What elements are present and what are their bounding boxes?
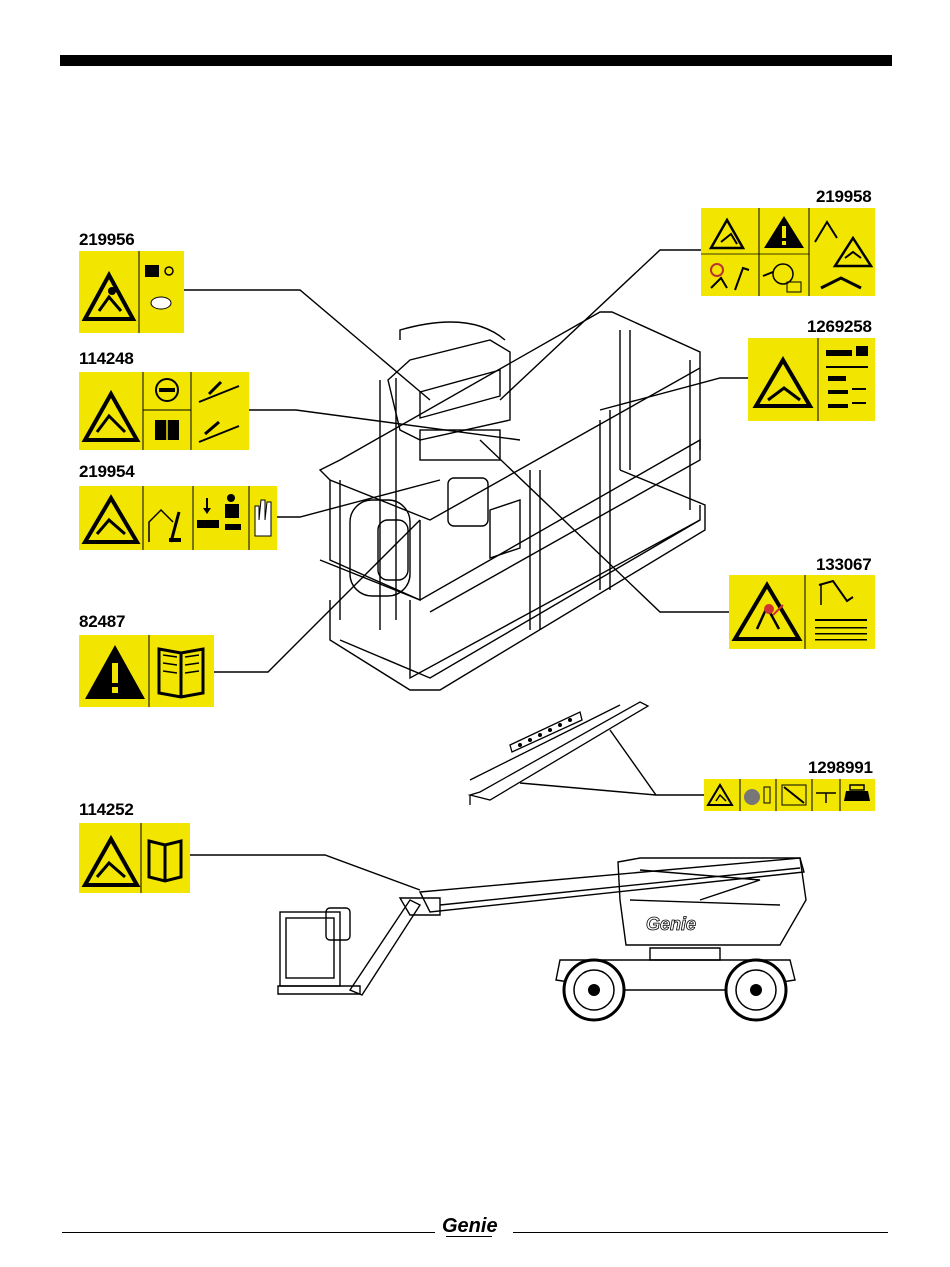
footer-rule-right [513,1232,888,1233]
genie-logo: Genie [440,1212,510,1242]
svg-text:Genie: Genie [646,914,696,934]
footer-rule-left [62,1232,435,1233]
wheel-left-icon [564,960,624,1020]
wheel-right-icon [726,960,786,1020]
svg-text:Genie: Genie [442,1215,498,1237]
machine-brand-decal: Genie [646,914,696,934]
